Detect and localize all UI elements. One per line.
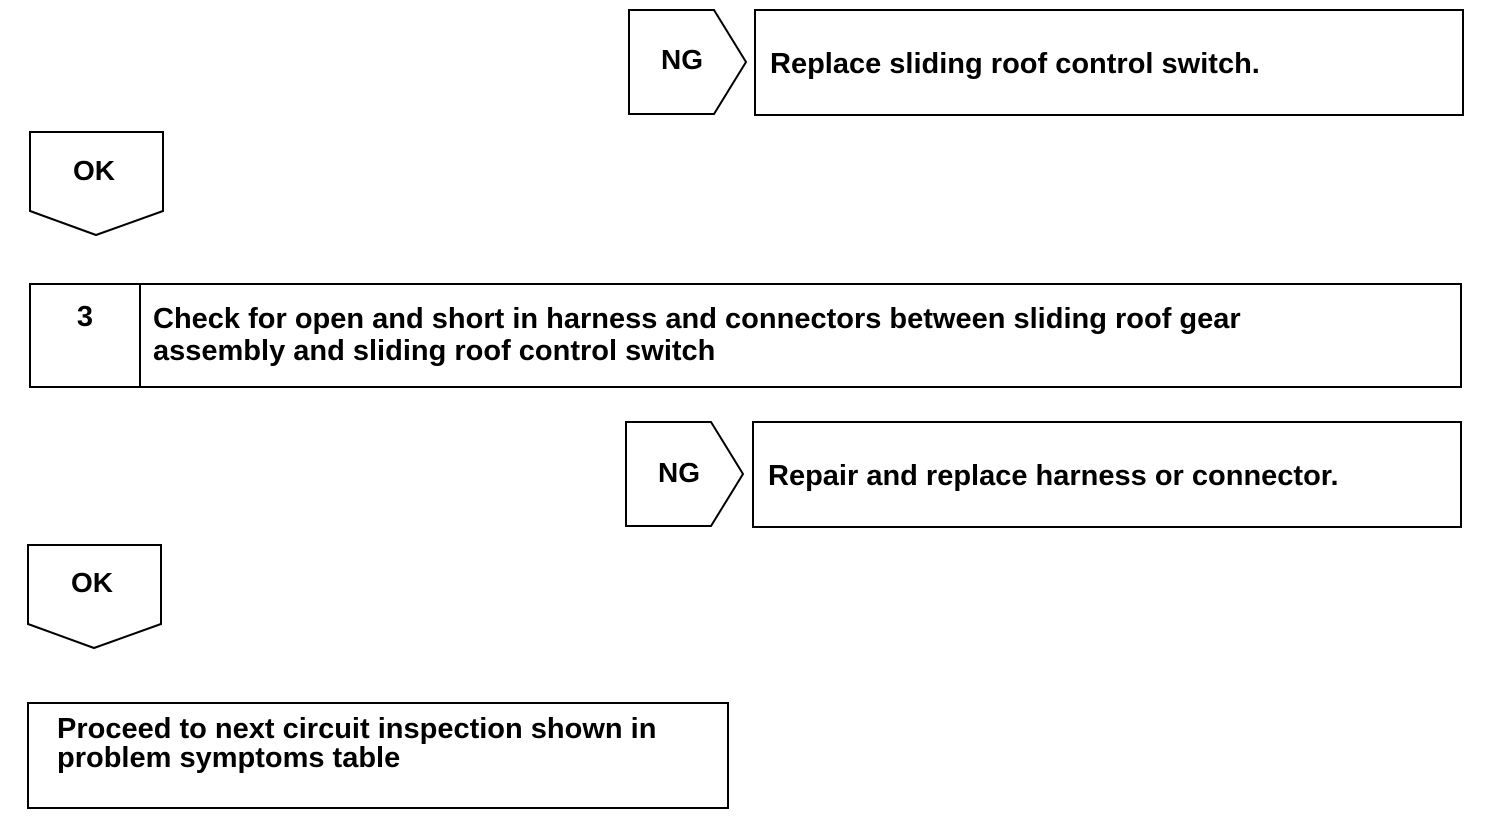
step-3-box (29, 283, 1462, 388)
step-3-number: 3 (76, 301, 94, 333)
ok-label-2: OK (71, 567, 113, 598)
ng-label-2: NG (658, 457, 700, 488)
ng-arrow-1 (628, 9, 748, 115)
ng-label-1: NG (661, 44, 703, 75)
ng-result-box-1: Replace sliding roof control switch. (754, 9, 1464, 116)
ng-result-text-2: Repair and replace harness or connector. (768, 460, 1339, 492)
ok-arrow-2 (27, 544, 162, 650)
step-3-divider (139, 283, 141, 388)
ok-label-1: OK (73, 155, 115, 186)
final-action-text-line-2: problem symptoms table (57, 742, 401, 774)
final-action-text-line-1: Proceed to next circuit inspection shown… (57, 713, 657, 745)
ok-arrow-1 (29, 131, 164, 237)
ng-arrow-2 (625, 421, 745, 527)
ng-result-text-1: Replace sliding roof control switch. (770, 48, 1260, 80)
final-action-box: Proceed to next circuit inspection shown… (27, 702, 729, 809)
step-3-text-line-2: assembly and sliding roof control switch (153, 335, 716, 367)
ng-result-box-2: Repair and replace harness or connector. (752, 421, 1462, 528)
step-3-text-line-1: Check for open and short in harness and … (153, 303, 1241, 335)
